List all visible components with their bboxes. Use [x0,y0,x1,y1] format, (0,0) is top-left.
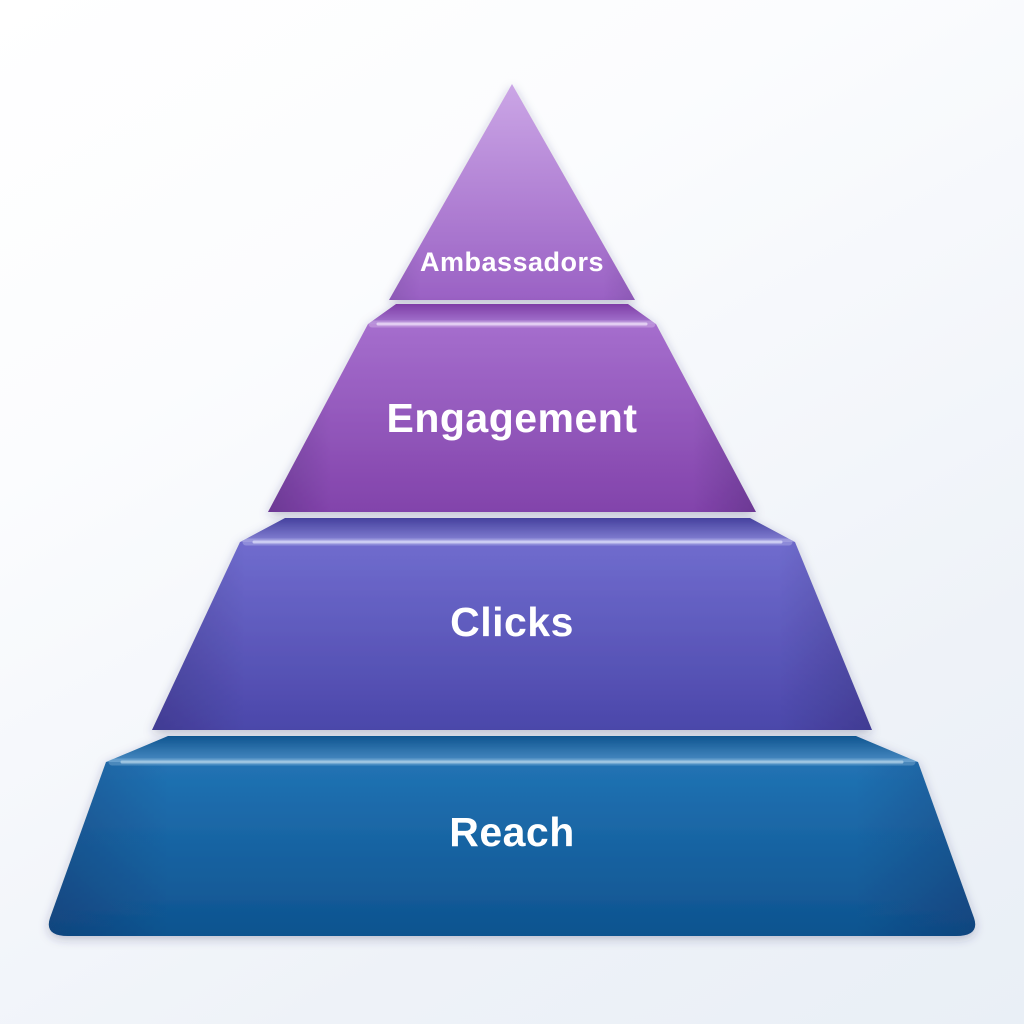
tier-engagement-side-shade [268,324,756,512]
tier-reach-side-shade [48,762,976,936]
tier-label-clicks: Clicks [450,599,574,645]
tier-engagement: Engagement [268,304,756,512]
tier-clicks-bevel [240,518,795,542]
tier-label-ambassadors: Ambassadors [420,247,604,277]
tier-clicks: Clicks [152,518,872,730]
tier-label-reach: Reach [449,809,575,855]
tier-reach: Reach [48,736,976,936]
tier-clicks-side-shade [152,542,872,730]
tier-ambassadors-side-shade [389,84,635,300]
tier-ambassadors: Ambassadors [389,84,635,300]
tier-engagement-bevel [368,304,656,324]
tier-reach-bevel [106,736,918,762]
tier-label-engagement: Engagement [386,395,637,441]
